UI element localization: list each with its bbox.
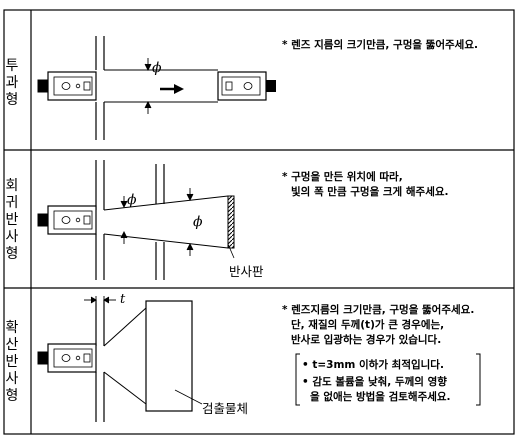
light-direction-arrow <box>160 84 184 94</box>
retro-dimensions <box>120 188 194 256</box>
detection-object-label: 검출물체 <box>202 401 249 416</box>
diameter-symbol-far: ϕ <box>193 214 203 230</box>
diffuse-tip-line-2: • 감도 볼륨을 낮춰, 두께의 영향 <box>302 376 447 388</box>
section-label-through-beam: 투과형 <box>5 58 19 108</box>
through-beam-diagram <box>37 36 276 140</box>
thickness-dimension <box>84 296 116 304</box>
diameter-symbol: ϕ <box>152 60 162 76</box>
hole-diameter-dimension <box>144 58 152 114</box>
section-label-diffuse-reflective: 확산반사형 <box>5 320 19 404</box>
diffuse-note-line-2: 단, 재질의 두께(t)가 큰 경우에는, <box>291 319 445 331</box>
diffuse-note-line-3: 반사로 입광하는 경우가 있습니다. <box>291 334 442 346</box>
diffuse-sensor <box>37 343 97 373</box>
retro-reflective-diagram <box>37 160 235 280</box>
retro-note-line-1: * 구멍을 만든 위치에 따라, <box>282 171 403 183</box>
section-label-retro-reflective: 회귀반사형 <box>5 178 19 262</box>
diameter-symbol-near: ϕ <box>127 192 137 208</box>
diffuse-tip-line-3: 을 없애는 방법을 검토해주세요. <box>310 391 451 403</box>
through-beam-note: * 렌즈 지름의 크기만큼, 구멍을 뚫어주세요. <box>282 39 478 51</box>
table-frame <box>3 9 515 435</box>
thickness-symbol: t <box>120 292 126 307</box>
retro-note-line-2: 빛의 폭 만큼 구멍을 크게 해주세요. <box>291 186 449 198</box>
diffuse-tip-line-1: • t=3mm 이하가 최적입니다. <box>302 359 444 371</box>
diffuse-note-line-1: * 렌즈지름의 크기만큼, 구멍을 뚫어주세요. <box>282 304 475 316</box>
reflector-plate <box>227 195 235 249</box>
detection-object <box>145 300 193 412</box>
reflector-label: 반사판 <box>229 264 264 279</box>
diffuse-reflective-diagram <box>37 296 481 422</box>
emitter-sensor <box>37 71 97 101</box>
tip-bracket <box>295 353 481 406</box>
receiver-sensor <box>217 71 276 101</box>
retro-sensor <box>37 205 97 235</box>
